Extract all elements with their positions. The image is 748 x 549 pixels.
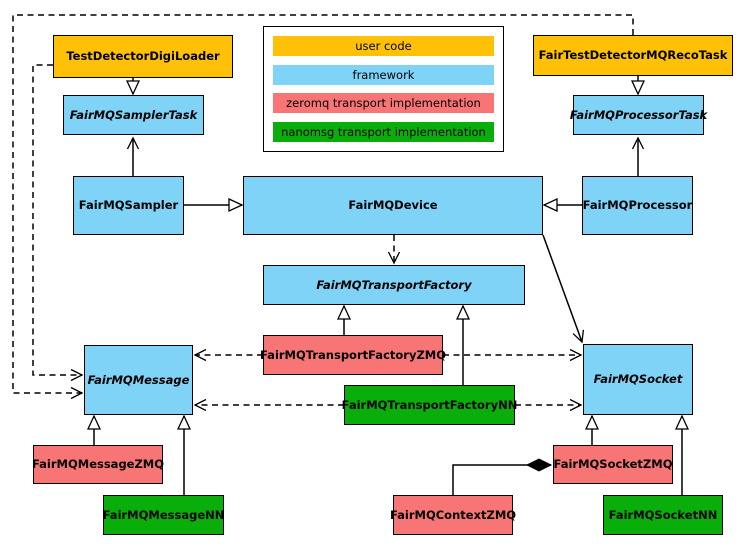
node-testdetectordigiloader: TestDetectorDigiLoader	[53, 35, 233, 78]
legend-label: zeromq transport implementation	[286, 96, 481, 111]
edge-recotask-message	[12, 14, 634, 400]
node-fairtestdetectormqrecotask: FairTestDetectorMQRecoTask	[533, 35, 733, 76]
node-fairmqsocketnn: FairMQSocketNN	[603, 495, 723, 535]
legend-item-framework: framework	[273, 64, 494, 85]
node-fairmqprocessor: FairMQProcessor	[582, 176, 693, 235]
node-fairmqmessagezmq: FairMQMessageZMQ	[32, 445, 164, 484]
node-fairmqtransportfactorynn: FairMQTransportFactoryNN	[342, 385, 517, 425]
node-fairmqsamplertask: FairMQSamplerTask	[63, 95, 204, 135]
legend-item-user-code: user code	[273, 35, 494, 56]
legend-label: nanomsg transport implementation	[281, 125, 486, 140]
node-fairmqsampler: FairMQSampler	[73, 176, 184, 235]
edge-device-socket	[542, 234, 585, 344]
node-fairmqprocessortask: FairMQProcessorTask	[570, 95, 707, 135]
legend-label: user code	[355, 38, 412, 53]
node-fairmqcontextzmq: FairMQContextZMQ	[390, 495, 516, 535]
legend-item-nanomsg: nanomsg transport implementation	[273, 122, 494, 143]
edge-contextzmq-socketzmq	[452, 465, 551, 495]
legend-box: user code framework zeromq transport imp…	[263, 26, 504, 152]
node-fairmqtransportfactoryzmq: FairMQTransportFactoryZMQ	[260, 335, 446, 375]
node-fairmqsocket: FairMQSocket	[583, 344, 693, 415]
legend-item-zeromq: zeromq transport implementation	[273, 93, 494, 114]
node-fairmqmessagenn: FairMQMessageNN	[103, 495, 224, 535]
node-fairmqdevice: FairMQDevice	[243, 176, 543, 235]
node-fairmqmessage: FairMQMessage	[84, 345, 193, 415]
node-fairmqsocketzmq: FairMQSocketZMQ	[553, 445, 673, 484]
legend-label: framework	[352, 67, 415, 82]
node-fairmqtransportfactory: FairMQTransportFactory	[263, 265, 525, 305]
